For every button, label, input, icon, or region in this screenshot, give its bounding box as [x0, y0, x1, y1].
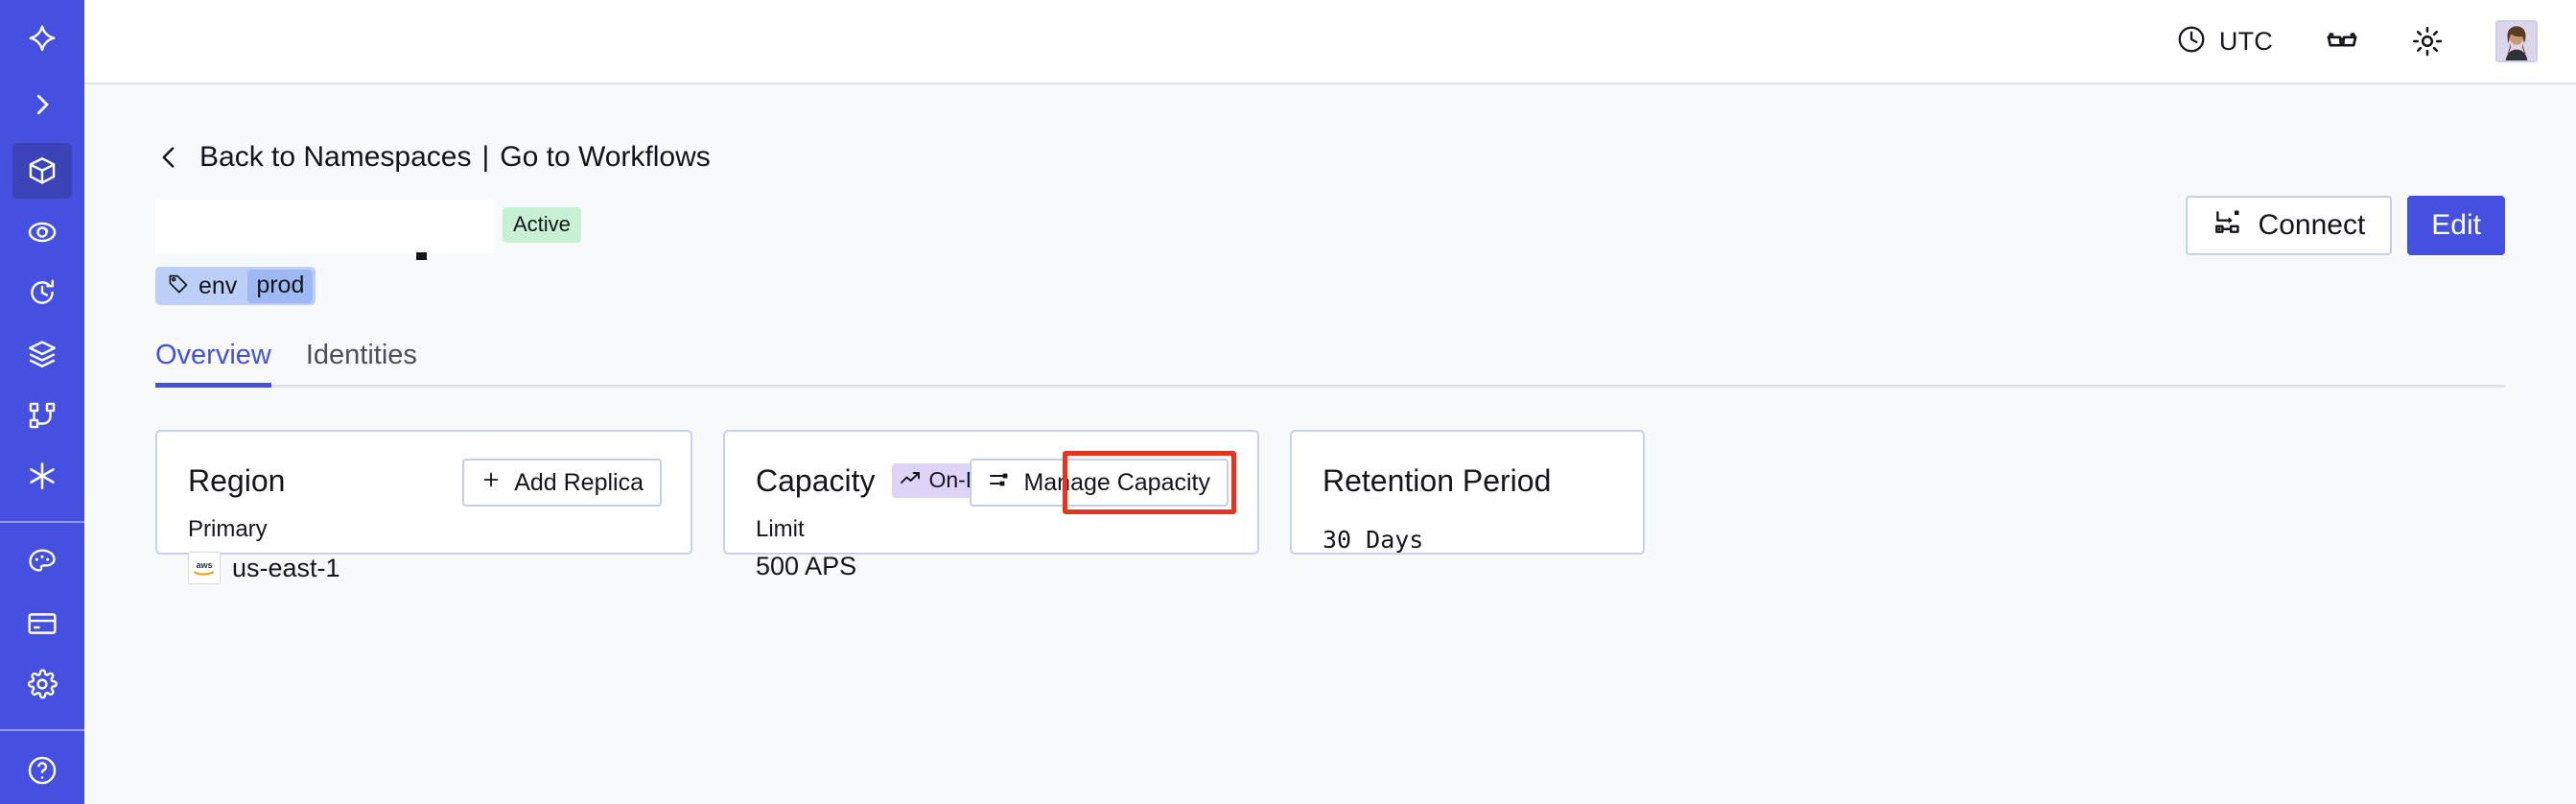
- sliders-icon: [988, 468, 1011, 498]
- tag-key: env: [199, 272, 238, 299]
- layers-icon: [26, 338, 59, 370]
- manage-capacity-label: Manage Capacity: [1023, 468, 1210, 496]
- manage-capacity-button[interactable]: Manage Capacity: [970, 459, 1229, 507]
- cube-icon: [26, 154, 59, 187]
- sidebar-item-settings[interactable]: [12, 657, 72, 713]
- sidebar-item-workflows[interactable]: [12, 388, 72, 443]
- main-area: UTC: [84, 0, 2576, 804]
- connect-icon: [2213, 206, 2243, 245]
- tag-icon: [167, 272, 190, 300]
- sidebar: [0, 0, 84, 804]
- topbar: UTC: [84, 0, 2576, 84]
- sidebar-item-workers[interactable]: [12, 326, 72, 382]
- retention-card-header: Retention Period: [1323, 461, 1612, 501]
- region-value-row: aws us-east-1: [188, 552, 660, 584]
- retention-card-title: Retention Period: [1323, 462, 1552, 498]
- workflow-icon: [26, 399, 59, 432]
- gear-icon: [26, 668, 59, 700]
- clock-icon: [2176, 24, 2207, 59]
- edit-button[interactable]: Edit: [2407, 196, 2505, 255]
- sidebar-item-usage[interactable]: [12, 534, 72, 590]
- user-avatar[interactable]: [2495, 20, 2538, 62]
- region-card-title: Region: [188, 462, 286, 498]
- svg-text:aws: aws: [196, 560, 212, 570]
- tag-value: prod: [247, 269, 314, 303]
- content-canvas: Back to Namespaces | Go to Workflows Act…: [84, 84, 2576, 804]
- header-actions: Connect Edit: [2185, 196, 2505, 255]
- title-redaction-artifact: [416, 252, 427, 260]
- retention-value: 30 Days: [1323, 526, 1424, 554]
- breadcrumb: Back to Namespaces | Go to Workflows: [155, 136, 2505, 178]
- sidebar-item-observability[interactable]: [12, 204, 72, 260]
- sidebar-item-nexus[interactable]: [12, 449, 72, 505]
- overview-cards: Region Add Replica Primary: [155, 430, 2505, 584]
- sidebar-item-billing[interactable]: [12, 596, 72, 651]
- namespace-tag[interactable]: env prod: [155, 267, 316, 305]
- eye-icon: [26, 216, 59, 248]
- page-title-redacted: [155, 200, 493, 260]
- sidebar-divider-1: [0, 521, 84, 524]
- asterisk-icon: [26, 460, 59, 492]
- sun-icon[interactable]: [2411, 25, 2444, 58]
- sidebar-item-namespaces[interactable]: [12, 142, 72, 199]
- capacity-limit-value: 500 APS: [756, 552, 857, 580]
- chevron-left-icon[interactable]: [155, 141, 182, 174]
- help-icon: [26, 754, 59, 787]
- sidebar-item-help[interactable]: [12, 743, 72, 798]
- capacity-card-title: Capacity: [756, 462, 876, 498]
- history-icon: [26, 276, 59, 309]
- plus-icon: [480, 469, 502, 497]
- region-card: Region Add Replica Primary: [155, 430, 692, 584]
- region-card-header: Region: [188, 461, 660, 501]
- sidebar-expand-button[interactable]: [12, 77, 72, 132]
- region-primary-label: Primary: [188, 516, 268, 542]
- retention-card: Retention Period 30 Days: [1290, 430, 1645, 555]
- connect-button-label: Connect: [2258, 209, 2366, 241]
- timezone-selector[interactable]: UTC: [2176, 24, 2273, 59]
- capacity-limit-label: Limit: [756, 516, 805, 542]
- sidebar-item-schedules[interactable]: [12, 265, 72, 320]
- credit-card-icon: [26, 607, 59, 640]
- status-badge: Active: [503, 207, 581, 243]
- region-value: us-east-1: [232, 553, 340, 582]
- add-replica-button[interactable]: Add Replica: [462, 459, 662, 507]
- breadcrumb-workflows-link[interactable]: Go to Workflows: [500, 141, 711, 173]
- sidebar-divider-2: [0, 729, 84, 732]
- capacity-card: Capacity On-Demand: [723, 430, 1259, 580]
- breadcrumb-separator: |: [481, 141, 490, 173]
- tab-overview[interactable]: Overview: [155, 340, 289, 388]
- temporal-logo-icon[interactable]: [12, 12, 72, 67]
- aws-logo: aws: [188, 552, 221, 584]
- tab-identities[interactable]: Identities: [305, 340, 417, 370]
- page-header: Active: [155, 196, 2505, 260]
- add-replica-label: Add Replica: [514, 468, 644, 496]
- connect-button[interactable]: Connect: [2185, 196, 2393, 255]
- trending-up-icon: [900, 467, 923, 493]
- glasses-icon[interactable]: [2325, 24, 2359, 59]
- tab-bar: Overview Identities: [155, 334, 2505, 388]
- palette-icon: [26, 546, 59, 579]
- breadcrumb-back-link[interactable]: Back to Namespaces: [199, 141, 472, 173]
- tag-row: env prod: [155, 267, 2505, 305]
- timezone-label: UTC: [2218, 26, 2273, 56]
